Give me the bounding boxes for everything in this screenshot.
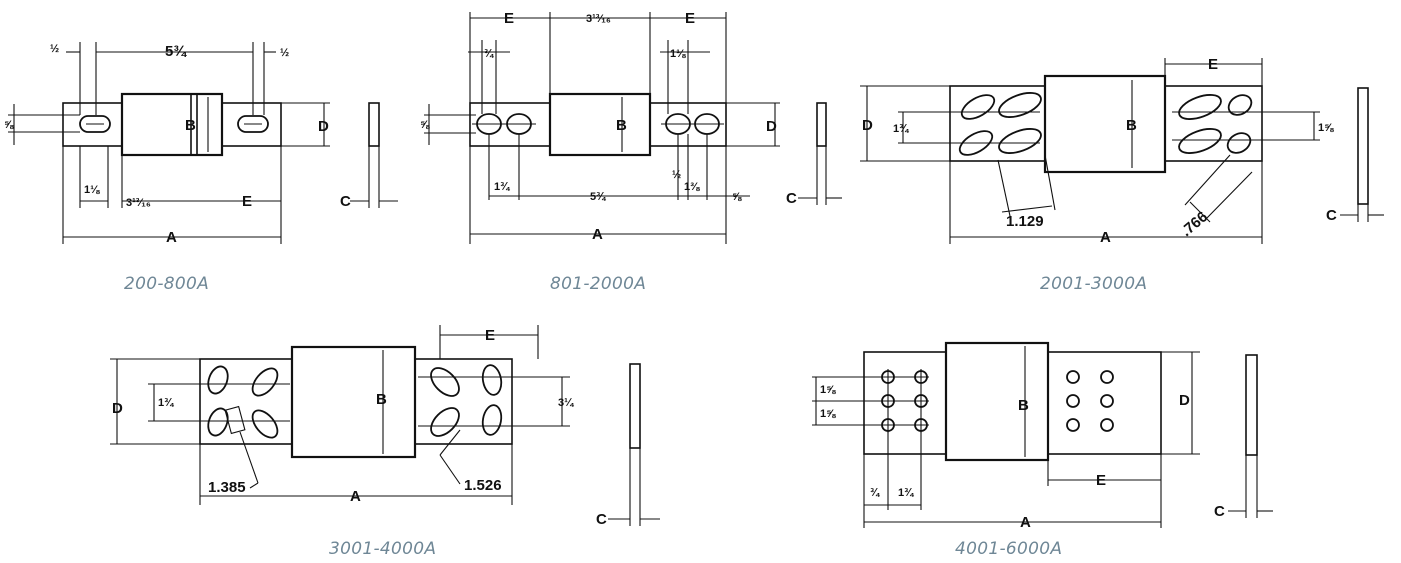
label-b: B	[1126, 117, 1137, 134]
label-d: D	[766, 118, 777, 135]
dim-end-offset: ⅝	[732, 191, 742, 203]
dim-diag-left: 1.129	[1006, 213, 1044, 230]
dim-col-pitch: 1¾	[898, 487, 914, 499]
dim-diag-right: 1.526	[464, 477, 502, 494]
caption-4001-6000a: 4001-6000A	[955, 539, 1063, 559]
dim-diag-right: .766	[1178, 208, 1211, 240]
diagram-2001-3000a-drawing: E D 1¾ B 1⅝ 1.129 .766 A C	[860, 56, 1384, 246]
label-a: A	[1100, 229, 1111, 246]
label-d: D	[862, 117, 873, 134]
dim-edge: ¾	[870, 487, 880, 499]
label-c: C	[1214, 503, 1225, 520]
label-a: A	[592, 226, 603, 243]
dim-half-left: ½	[50, 43, 59, 55]
dim-right-pitch: 1⅛	[670, 48, 686, 60]
diagram-200-800a-drawing: ½ 5¾ ½ ⅝ B D 1⅛ 3¹³⁄₁₆ E A C	[4, 42, 398, 246]
dim-right-pitch-2: 1⅜	[684, 181, 700, 193]
dim-top-center: 3¹³⁄₁₆	[586, 13, 611, 25]
label-d: D	[112, 400, 123, 417]
label-c: C	[1326, 207, 1337, 224]
left-hole-grid	[880, 369, 929, 433]
dim-diag-left: 1.385	[208, 479, 246, 496]
label-a: A	[1020, 514, 1031, 531]
label-b: B	[616, 117, 627, 134]
label-c: C	[340, 193, 351, 210]
label-e: E	[1096, 472, 1106, 489]
label-e: E	[1208, 56, 1218, 73]
label-e: E	[242, 193, 252, 210]
diagram-4001-6000a: 1⅝ 1⅝ B D E ¾ 1¾ A C 4001-6000A	[800, 300, 1401, 563]
dim-slot-width: ⅝	[420, 119, 430, 131]
label-a: A	[350, 488, 361, 505]
label-c: C	[596, 511, 607, 528]
dim-center-span: 5¾	[165, 43, 187, 60]
diagram-4001-6000a-drawing: 1⅝ 1⅝ B D E ¾ 1¾ A C	[812, 341, 1273, 531]
label-e-left: E	[504, 10, 514, 27]
caption-200-800a: 200-800A	[124, 274, 210, 294]
dim-bottom-span: 5¾	[590, 191, 606, 203]
dim-inner-span: 3¹³⁄₁₆	[126, 197, 151, 209]
caption-801-2000a: 801-2000A	[550, 274, 647, 294]
diagram-200-800a: ½ 5¾ ½ ⅝ B D 1⅛ 3¹³⁄₁₆ E A C 200-800A	[0, 0, 420, 300]
diagram-2001-3000a: E D 1¾ B 1⅝ 1.129 .766 A C 2001-3000A	[850, 0, 1401, 300]
dim-pitch-2: 1⅝	[820, 408, 836, 420]
diagram-801-2000a: E 3¹³⁄₁₆ E ¾ 1⅛ ⅝ B D 1¾ 5¾ ½ 1⅜ ⅝ A C 8…	[420, 0, 860, 300]
diagram-3001-4000a: E D 1¾ B 3¼ 1.385 1.526 A C 3001-4000A	[100, 300, 700, 563]
dim-pitch-1: 1⅝	[820, 384, 836, 396]
dim-hole-offset: 1⅛	[84, 184, 100, 196]
dim-left-pitch: 1¾	[893, 123, 909, 135]
dim-left-pitch: ¾	[484, 48, 494, 60]
caption-3001-4000a: 3001-4000A	[329, 539, 437, 559]
caption-2001-3000a: 2001-3000A	[1040, 274, 1148, 294]
label-b: B	[185, 117, 196, 134]
label-d: D	[318, 118, 329, 135]
label-e: E	[485, 327, 495, 344]
dim-right-pitch: 3¼	[558, 397, 574, 409]
label-a: A	[166, 229, 177, 246]
diagram-801-2000a-drawing: E 3¹³⁄₁₆ E ¾ 1⅛ ⅝ B D 1¾ 5¾ ½ 1⅜ ⅝ A C	[420, 10, 842, 244]
label-b: B	[376, 391, 387, 408]
label-d: D	[1179, 392, 1190, 409]
label-c: C	[786, 190, 797, 207]
dim-right-pitch: 1⅝	[1318, 122, 1334, 134]
dim-half-right: ½	[280, 47, 289, 59]
label-b: B	[1018, 397, 1029, 414]
label-e-right: E	[685, 10, 695, 27]
dim-slot-width: ⅝	[4, 119, 14, 131]
diagram-3001-4000a-drawing: E D 1¾ B 3¼ 1.385 1.526 A C	[110, 325, 660, 528]
dim-left-offset: 1¾	[494, 181, 510, 193]
dim-right-half: ½	[672, 169, 681, 181]
dim-left-pitch: 1¾	[158, 397, 174, 409]
